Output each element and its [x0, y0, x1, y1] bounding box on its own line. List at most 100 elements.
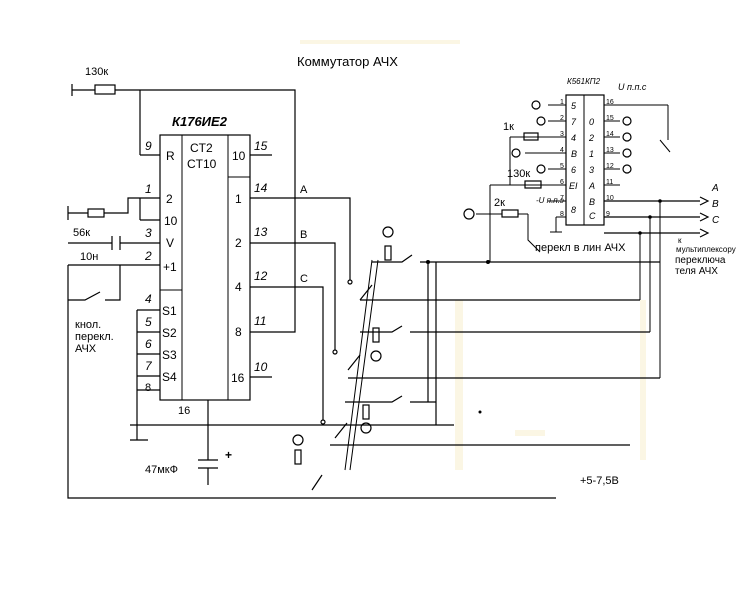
chip1-type: CT10 [187, 157, 217, 171]
capacitor-label: 47мкФ [145, 464, 178, 476]
chip2-pin-number: 1 [560, 99, 564, 106]
background-artifact [300, 40, 460, 44]
chip2-pin-label: B [589, 197, 595, 207]
chip1-pin-label: 10 [164, 214, 178, 228]
wire-c [272, 286, 324, 420]
capacitor-polarity: + [225, 448, 232, 462]
led-indicator [360, 422, 372, 434]
button-label: кнол. [75, 319, 101, 331]
background-artifact [455, 300, 463, 470]
resistor [372, 327, 380, 343]
wire-a [272, 197, 351, 280]
junction [648, 215, 652, 219]
mux-label-c: C [712, 215, 720, 226]
chip1-pin-label: S1 [162, 304, 177, 318]
chip2-pin-label: 1 [589, 149, 594, 159]
led-indicator [531, 100, 541, 110]
resistor-56k [87, 208, 105, 218]
chip1-pin-label: 2 [235, 236, 242, 250]
chip2-pin-label: 7 [571, 117, 577, 127]
resistor [294, 449, 302, 465]
chip1-pin-number: 2 [144, 249, 152, 263]
background-artifact [515, 430, 545, 436]
button-label: АЧХ [75, 343, 97, 355]
bus-line-c [360, 325, 650, 333]
capacitor-47uf [198, 400, 218, 485]
chip1-pin-label: S4 [162, 370, 177, 384]
mux-output-lines [604, 200, 700, 234]
resistor [362, 404, 370, 420]
switch-contact [347, 279, 353, 285]
led-indicator [382, 226, 394, 238]
junction [638, 231, 642, 235]
chip2-pin-label: 8 [571, 205, 576, 215]
supply-label: +5-7,5В [580, 475, 619, 487]
chip2-pin-number: 12 [606, 163, 614, 170]
bus-line [427, 262, 437, 425]
led-indicator [511, 148, 521, 158]
wire [139, 90, 160, 156]
chip1-pin-number: 7 [145, 359, 153, 373]
chip2-pin-label: A [588, 181, 595, 191]
chip1-pin-number: 16 [178, 405, 190, 417]
resistor-label: 2к [494, 197, 505, 209]
arrowheads [699, 196, 710, 238]
led-indicator [622, 148, 632, 158]
switch-blades [311, 284, 373, 491]
mux-label-a: A [711, 183, 719, 194]
chip1-pin-number: 8 [145, 382, 151, 394]
chip1-pin-number: 14 [254, 181, 268, 195]
mux-label-b: B [712, 199, 719, 210]
line-label-b: B [300, 229, 307, 241]
wire [250, 154, 272, 378]
chip1-pin-label: R [166, 149, 175, 163]
chip2-name: К561КП2 [567, 77, 601, 86]
junction [486, 260, 490, 264]
chip1-pin-label: V [166, 236, 174, 250]
resistor-2k [501, 209, 519, 218]
resistor-label: 130к [507, 168, 530, 180]
mux-note: мультиплексору [676, 245, 736, 254]
chip2-pin-number: 4 [560, 147, 564, 154]
line-label-c: C [300, 273, 308, 285]
bus-line-a [372, 254, 660, 263]
chip2-pin-number: 9 [606, 211, 610, 218]
chip1-pin-number: 5 [145, 315, 152, 329]
chip1-pin-label: S2 [162, 326, 177, 340]
wire [72, 89, 296, 333]
bus-line [345, 395, 436, 403]
wire [68, 197, 140, 214]
switch-contact [320, 419, 326, 425]
line-label-a: A [300, 184, 308, 196]
led-indicator [622, 116, 632, 126]
resistor-label: 56к [73, 227, 90, 239]
mux-note: к [678, 236, 682, 245]
chip2-pin-number: 6 [560, 179, 564, 186]
capacitor-label: 10н [80, 251, 98, 263]
chip2-pin-number: 3 [560, 131, 564, 138]
chip1-pin-number: 11 [254, 314, 266, 328]
led-indicator [370, 350, 382, 362]
chip1-pin-number: 12 [254, 269, 268, 283]
resistor-130k-right [524, 180, 542, 189]
chip2-pin-number: 7 [560, 195, 564, 202]
chip1-pin-label: 4 [235, 280, 242, 294]
chip2-pin-number: 13 [606, 147, 614, 154]
diagram-title: Коммутатор АЧХ [297, 54, 398, 69]
switch-contact [332, 349, 338, 355]
supply-rail [67, 300, 556, 499]
chip1-type: CT2 [190, 141, 213, 155]
chip1-pin-label: +1 [163, 260, 177, 274]
lin-switch [527, 214, 541, 253]
chip2-supply-label: U п.п.с [618, 82, 647, 92]
chip2-pin-label: EI [569, 181, 578, 191]
resistor [384, 245, 392, 261]
wire [136, 309, 160, 440]
ganged-switch-link [344, 259, 379, 471]
button-label: перекл. [75, 331, 114, 343]
chip2-pin-label: C [589, 211, 596, 221]
mux-feed-lines [639, 201, 661, 378]
chip2-pin-number: 14 [606, 131, 614, 138]
